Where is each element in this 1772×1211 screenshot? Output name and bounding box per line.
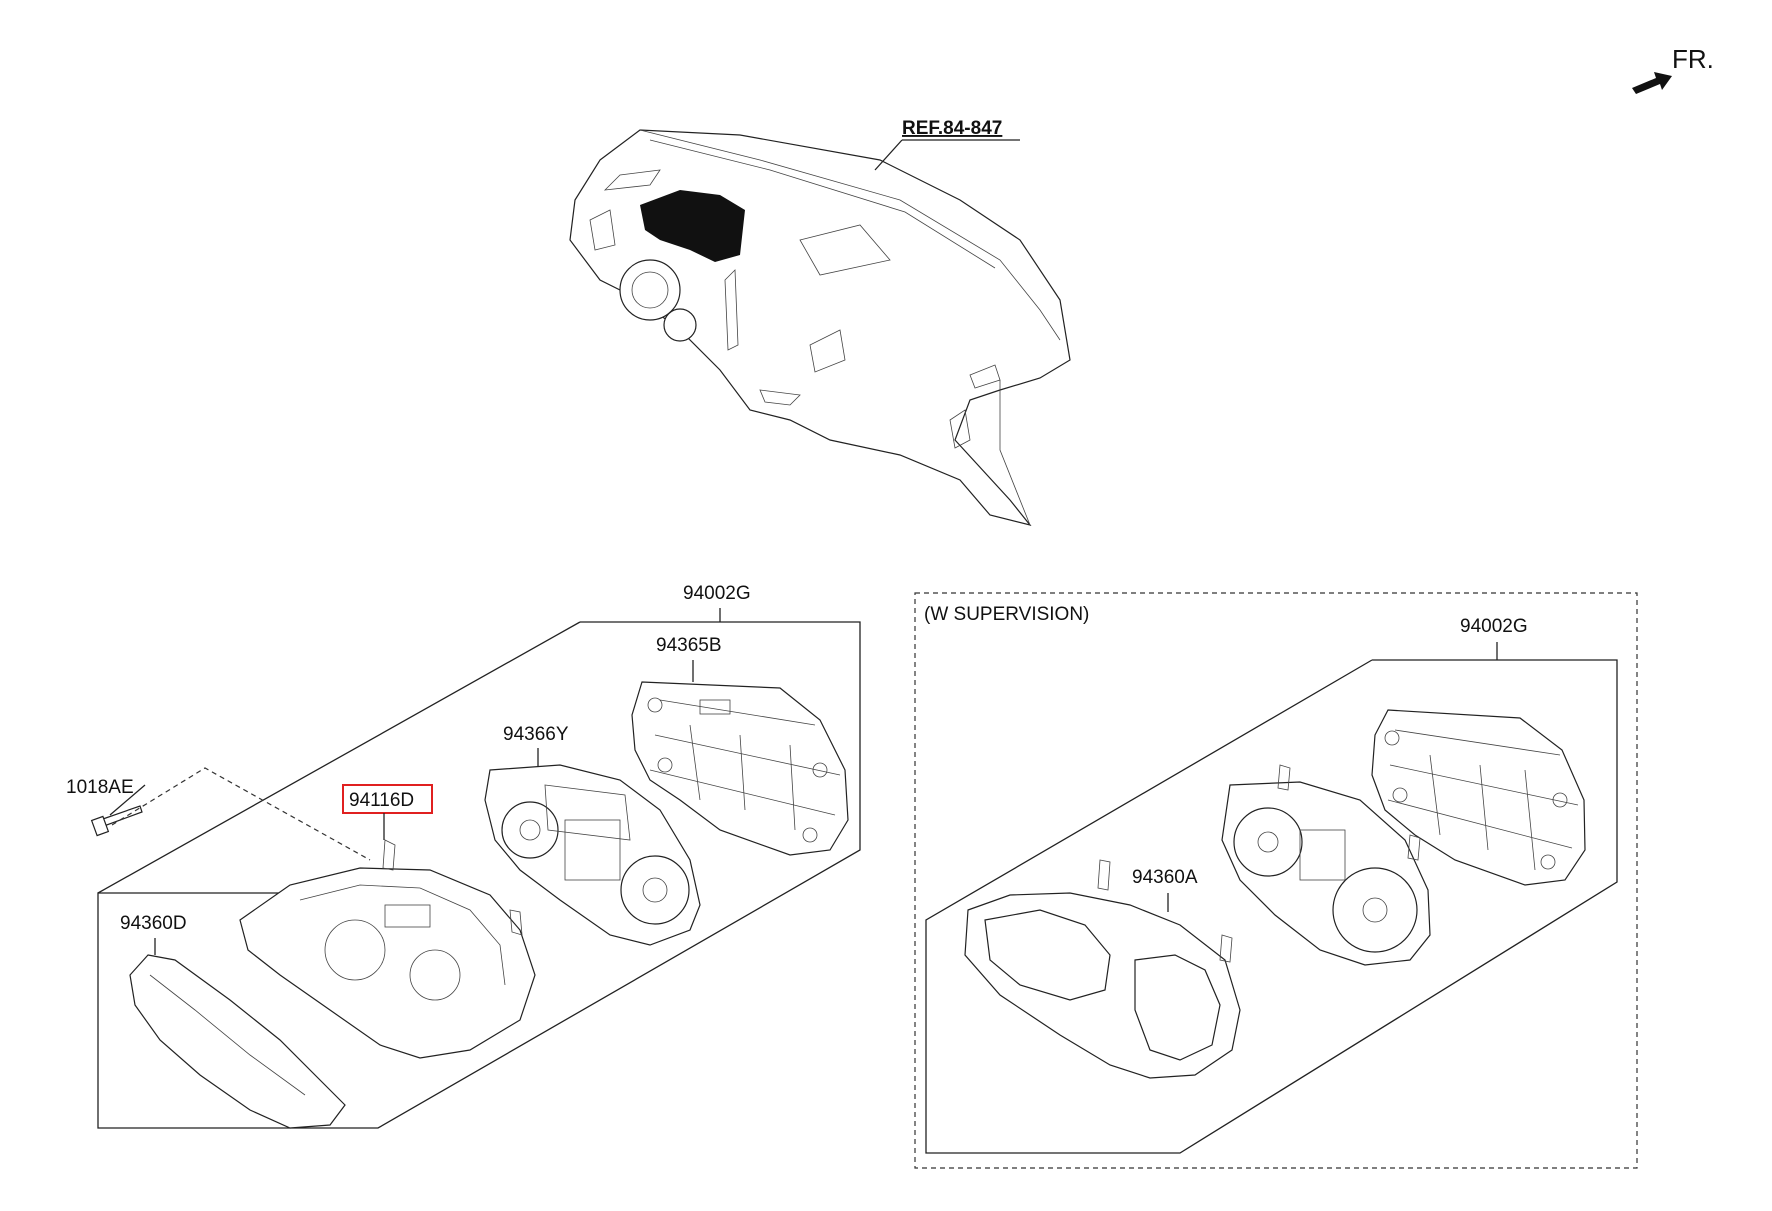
gauge-board-part[interactable]	[484, 764, 701, 946]
gauge-board-right-part[interactable]	[1221, 764, 1431, 966]
callout-94002g-left[interactable]: 94002G	[683, 583, 751, 604]
callout-94366y[interactable]: 94366Y	[503, 724, 569, 745]
cluster-location-highlight	[640, 190, 745, 262]
variant-title: (W SUPERVISION)	[924, 604, 1089, 625]
front-direction-indicator: FR.	[1632, 44, 1714, 94]
callout-94116d-highlighted[interactable]: 94116D	[342, 784, 433, 840]
callout-94116d-label[interactable]: 94116D	[349, 790, 414, 811]
cluster-housing-part[interactable]	[239, 839, 536, 1059]
variant-dashed-frame	[914, 592, 1638, 1169]
reference-callout[interactable]: REF.84-847	[874, 118, 1020, 171]
callout-94002g-right[interactable]: 94002G	[1460, 616, 1528, 637]
front-label: FR.	[1672, 44, 1714, 74]
lens-left-part[interactable]	[129, 954, 346, 1129]
reference-label[interactable]: REF.84-847	[902, 118, 1002, 139]
rear-case-part[interactable]	[631, 681, 849, 856]
callout-94360a[interactable]: 94360A	[1132, 867, 1198, 888]
left-assembly-group: 94002G 94365B 94366Y	[66, 583, 861, 1129]
screw-leader-line	[111, 767, 371, 861]
rear-case-right-part[interactable]	[1371, 709, 1586, 886]
assembly-bracket-right	[925, 659, 1618, 1154]
front-arrow-icon	[1632, 72, 1672, 94]
callout-94365b[interactable]: 94365B	[656, 635, 722, 656]
lens-right-part[interactable]	[964, 859, 1241, 1079]
callout-1018ae[interactable]: 1018AE	[66, 777, 134, 798]
callout-94360d[interactable]: 94360D	[120, 913, 187, 934]
supervision-variant-group: (W SUPERVISION) 94002G 94360A	[914, 592, 1638, 1169]
screw-part[interactable]	[90, 805, 143, 837]
dashboard-illustration	[569, 129, 1071, 527]
